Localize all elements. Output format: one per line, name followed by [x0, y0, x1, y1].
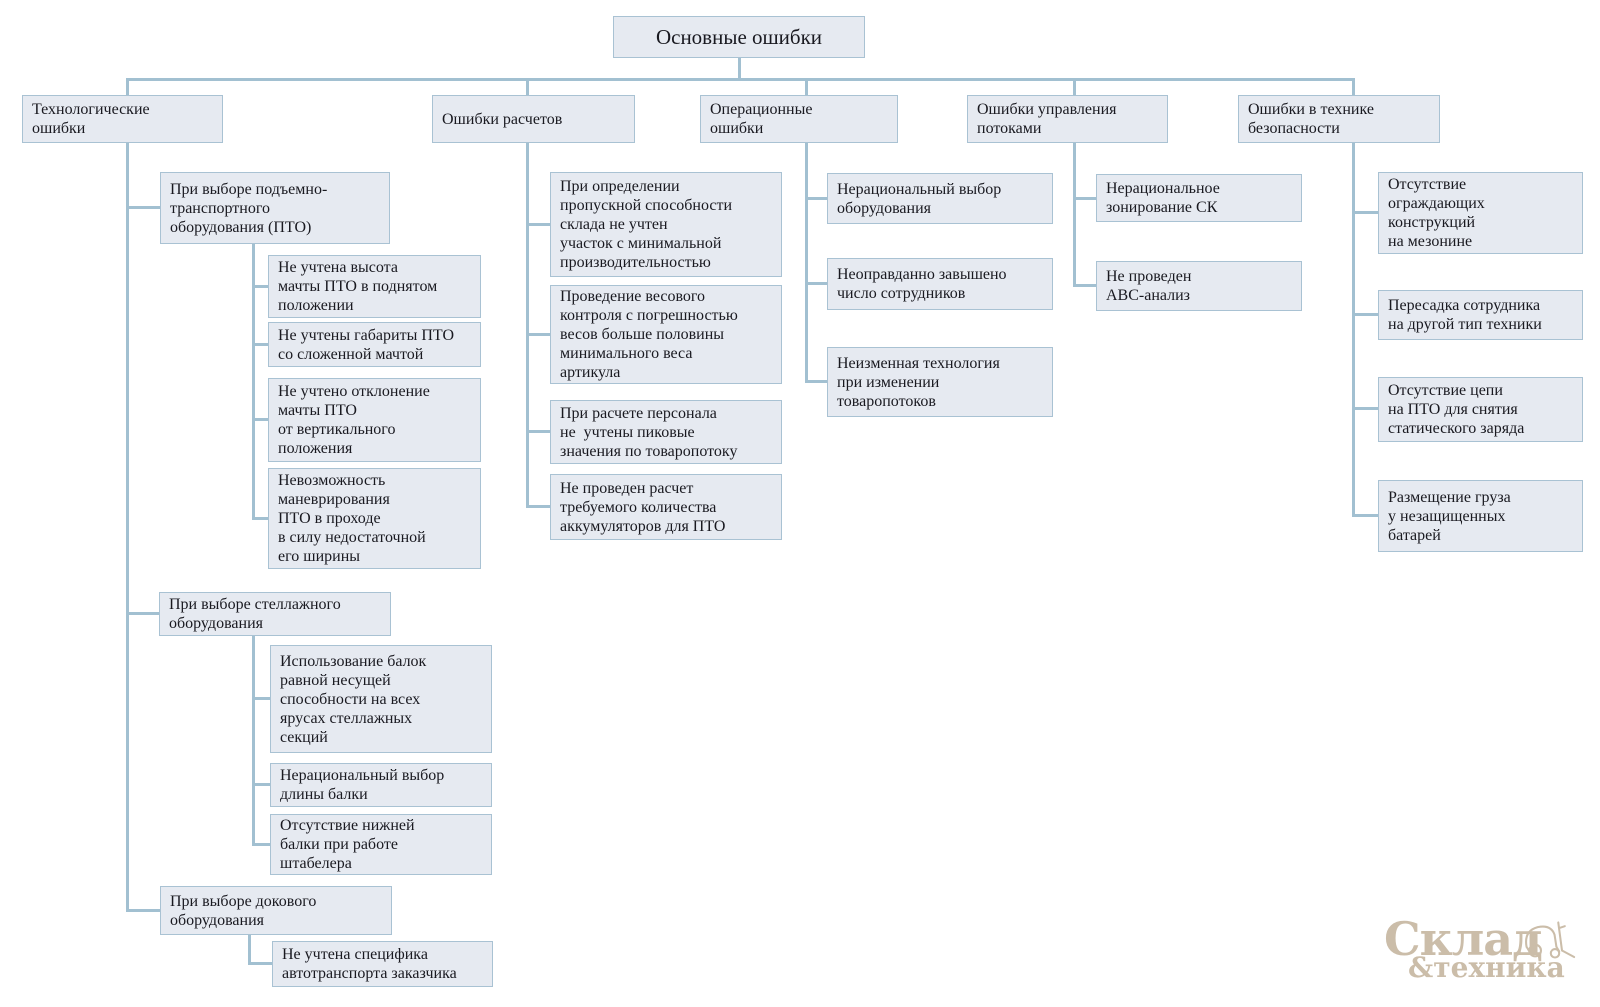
connector-line	[252, 343, 268, 346]
node-pto-mast-tilt: Не учтено отклонение мачты ПТО от вертик…	[268, 378, 481, 462]
node-safety-operator-switch: Пересадка сотрудника на другой тип техни…	[1378, 290, 1583, 340]
node-op-unchanged-technology: Неизменная технология при изменении това…	[827, 347, 1053, 417]
node-pto-selection: При выборе подъемно- транспортного обору…	[160, 172, 390, 244]
node-calc-batteries: Не проведен расчет требуемого количества…	[550, 474, 782, 540]
connector-line	[1073, 284, 1096, 287]
node-safety-static-chain: Отсутствие цепи на ПТО для снятия статич…	[1378, 377, 1583, 442]
connector-line	[1073, 143, 1076, 287]
connector-line	[126, 78, 129, 95]
connector-line	[1352, 211, 1378, 214]
connector-line	[1352, 78, 1355, 95]
connector-line	[248, 962, 272, 965]
connector-line	[805, 282, 827, 285]
connector-line	[526, 505, 550, 508]
root-node: Основные ошибки	[613, 16, 865, 58]
forklift-outline-icon	[1520, 918, 1576, 972]
connector-line	[252, 244, 255, 520]
branch-flow-management-errors: Ошибки управления потоками	[967, 95, 1168, 143]
node-rack-bottom-beam: Отсутствие нижней балки при работе штабе…	[270, 814, 492, 875]
node-calc-staff-peaks: При расчете персонала не учтены пиковые …	[550, 400, 782, 464]
connector-line	[1352, 514, 1378, 517]
connector-line	[252, 783, 270, 786]
logo-subtitle: &техника	[1408, 951, 1565, 984]
connector-line	[1352, 407, 1378, 410]
connector-line	[126, 909, 160, 912]
node-dock-truck-specifics: Не учтена специфика автотранспорта заказ…	[272, 941, 493, 987]
connector-line	[126, 78, 1355, 81]
connector-line	[526, 78, 529, 95]
connector-line	[252, 517, 268, 520]
connector-line	[805, 143, 808, 383]
node-pto-folded-mast-dimensions: Не учтены габариты ПТО со сложенной мачт…	[268, 322, 481, 367]
branch-calculation-errors: Ошибки расчетов	[432, 95, 635, 143]
connector-line	[252, 843, 270, 846]
node-flow-zoning: Нерациональное зонирование СК	[1096, 174, 1302, 222]
node-safety-mezzanine-guards: Отсутствие ограждающих конструкций на ме…	[1378, 172, 1583, 254]
sklad-tekhnika-logo: Склад &техника	[1384, 912, 1598, 984]
node-rack-beam-length: Нерациональный выбор длины балки	[270, 763, 492, 807]
connector-line	[252, 285, 268, 288]
node-safety-cargo-batteries: Размещение груза у незащищенных батарей	[1378, 480, 1583, 552]
connector-line	[805, 78, 808, 95]
connector-line	[248, 935, 251, 965]
node-calc-weighing-accuracy: Проведение весового контроля с погрешнос…	[550, 285, 782, 384]
connector-line	[1073, 78, 1076, 95]
node-op-equipment-choice: Нерациональный выбор оборудования	[827, 173, 1053, 224]
connector-line	[126, 612, 159, 615]
node-rack-equal-beams: Использование балок равной несущей спосо…	[270, 645, 492, 753]
branch-operational-errors: Операционные ошибки	[700, 95, 898, 143]
connector-line	[126, 206, 160, 209]
connector-line	[805, 380, 827, 383]
connector-line	[805, 197, 827, 200]
node-pto-mast-height: Не учтена высота мачты ПТО в поднятом по…	[268, 255, 481, 318]
connector-line	[1352, 313, 1378, 316]
node-op-staff-overcount: Неоправданно завышено число сотрудников	[827, 258, 1053, 310]
connector-line	[252, 418, 268, 421]
connector-line	[126, 143, 129, 912]
node-rack-selection: При выборе стеллажного оборудования	[159, 592, 391, 636]
connector-line	[738, 58, 741, 81]
connector-line	[252, 636, 255, 846]
connector-line	[526, 333, 550, 336]
connector-line	[1352, 143, 1355, 517]
connector-line	[252, 697, 270, 700]
node-dock-selection: При выборе докового оборудования	[160, 886, 392, 935]
logo-title: Склад	[1384, 912, 1543, 966]
connector-line	[1073, 197, 1096, 200]
branch-safety-errors: Ошибки в технике безопасности	[1238, 95, 1440, 143]
node-pto-aisle-maneuvering: Невозможность маневрирования ПТО в прохо…	[268, 468, 481, 569]
node-calc-throughput: При определении пропускной способности с…	[550, 172, 782, 277]
connector-line	[526, 223, 550, 226]
connector-line	[526, 143, 529, 508]
node-flow-abc-analysis: Не проведен АВС-анализ	[1096, 261, 1302, 311]
connector-line	[526, 430, 550, 433]
branch-technological-errors: Технологические ошибки	[22, 95, 223, 143]
